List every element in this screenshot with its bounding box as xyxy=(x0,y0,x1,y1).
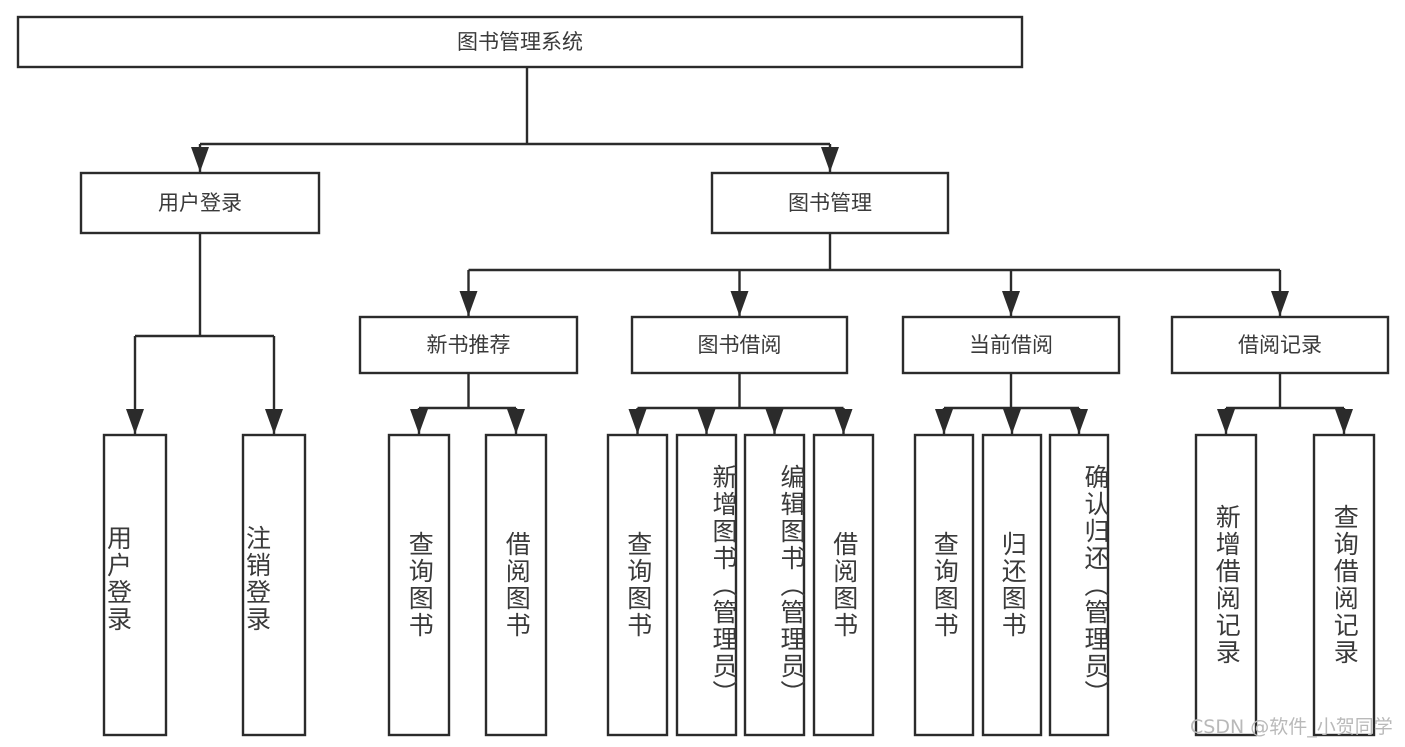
node-book-borrow[interactable]: 图书借阅 xyxy=(630,315,849,375)
arrow-to-leaf-query-book-1 xyxy=(410,409,428,434)
arrow-to-leaf-add-record xyxy=(1217,409,1235,434)
node-user-login[interactable]: 用户登录 xyxy=(79,171,321,235)
node-borrow-record-label: 借阅记录 xyxy=(1238,333,1322,357)
arrow-to-leaf-logout xyxy=(265,409,283,434)
node-leaf-user-login[interactable] xyxy=(102,433,168,737)
node-leaf-user-login-rect[interactable] xyxy=(102,433,168,737)
node-leaf-query-book-2-rect[interactable] xyxy=(606,433,669,737)
node-leaf-return-book[interactable] xyxy=(981,433,1043,737)
node-leaf-add-record[interactable] xyxy=(1194,433,1258,737)
node-new-book-rec-label: 新书推荐 xyxy=(427,333,511,357)
arrow-to-leaf-query-book-3 xyxy=(935,409,953,434)
watermark-text: CSDN @软件_小贺同学 xyxy=(1190,716,1393,738)
node-borrow-record-rect[interactable] xyxy=(1170,315,1390,375)
node-book-mgmt[interactable]: 图书管理 xyxy=(710,171,950,235)
node-book-borrow-label: 图书借阅 xyxy=(698,333,782,357)
arrow-to-leaf-return-book xyxy=(1003,409,1021,434)
node-leaf-borrow-book-2-rect[interactable] xyxy=(812,433,875,737)
node-root-rect[interactable] xyxy=(16,15,1024,69)
node-leaf-borrow-book-2[interactable] xyxy=(812,433,875,737)
arrow-to-leaf-user-login xyxy=(126,409,144,434)
node-leaf-query-book-1[interactable] xyxy=(387,433,451,737)
arrow-to-current-borrow xyxy=(1002,291,1020,316)
arrow-to-user-login xyxy=(191,147,209,172)
node-new-book-rec-rect[interactable] xyxy=(358,315,579,375)
node-book-mgmt-rect[interactable] xyxy=(710,171,950,235)
node-leaf-query-record[interactable] xyxy=(1312,433,1376,737)
node-leaf-borrow-book-1[interactable] xyxy=(484,433,548,737)
connectors-layer xyxy=(126,67,1353,434)
node-leaf-logout-rect[interactable] xyxy=(241,433,307,737)
node-root[interactable]: 图书管理系统 xyxy=(16,15,1024,69)
arrow-to-new-book-rec xyxy=(459,291,478,316)
node-leaf-add-record-rect[interactable] xyxy=(1194,433,1258,737)
arrow-to-leaf-confirm-return xyxy=(1070,409,1088,434)
node-leaf-confirm-return[interactable] xyxy=(1048,433,1110,737)
node-user-login-label: 用户登录 xyxy=(158,191,242,215)
node-leaf-edit-book-rect[interactable] xyxy=(743,433,806,737)
arrow-to-leaf-query-book-2 xyxy=(628,409,647,434)
node-leaf-query-book-3-rect[interactable] xyxy=(913,433,975,737)
arrow-to-leaf-add-book xyxy=(697,409,716,434)
node-book-mgmt-label: 图书管理 xyxy=(788,191,872,215)
arrow-to-leaf-query-record xyxy=(1335,409,1353,434)
node-leaf-query-book-1-rect[interactable] xyxy=(387,433,451,737)
node-leaf-borrow-book-1-rect[interactable] xyxy=(484,433,548,737)
node-new-book-rec[interactable]: 新书推荐 xyxy=(358,315,579,375)
node-current-borrow[interactable]: 当前借阅 xyxy=(901,315,1121,375)
node-leaf-add-book[interactable] xyxy=(675,433,738,737)
arrow-to-leaf-edit-book xyxy=(765,409,784,434)
node-leaf-query-book-3[interactable] xyxy=(913,433,975,737)
arrow-to-borrow-record xyxy=(1271,291,1289,316)
node-leaf-edit-book[interactable] xyxy=(743,433,806,737)
node-root-label: 图书管理系统 xyxy=(457,30,583,54)
arrow-to-book-borrow xyxy=(730,291,749,316)
node-leaf-logout[interactable] xyxy=(241,433,307,737)
node-user-login-rect[interactable] xyxy=(79,171,321,235)
node-leaf-add-book-rect[interactable] xyxy=(675,433,738,737)
node-current-borrow-label: 当前借阅 xyxy=(969,333,1053,357)
node-leaf-query-record-rect[interactable] xyxy=(1312,433,1376,737)
node-book-borrow-rect[interactable] xyxy=(630,315,849,375)
node-borrow-record[interactable]: 借阅记录 xyxy=(1170,315,1390,375)
node-leaf-confirm-return-rect[interactable] xyxy=(1048,433,1110,737)
arrow-to-leaf-borrow-book-2 xyxy=(834,409,853,434)
arrow-to-book-mgmt xyxy=(821,147,839,172)
node-leaf-return-book-rect[interactable] xyxy=(981,433,1043,737)
arrow-to-leaf-borrow-book-1 xyxy=(507,409,525,434)
node-current-borrow-rect[interactable] xyxy=(901,315,1121,375)
node-leaf-query-book-2[interactable] xyxy=(606,433,669,737)
